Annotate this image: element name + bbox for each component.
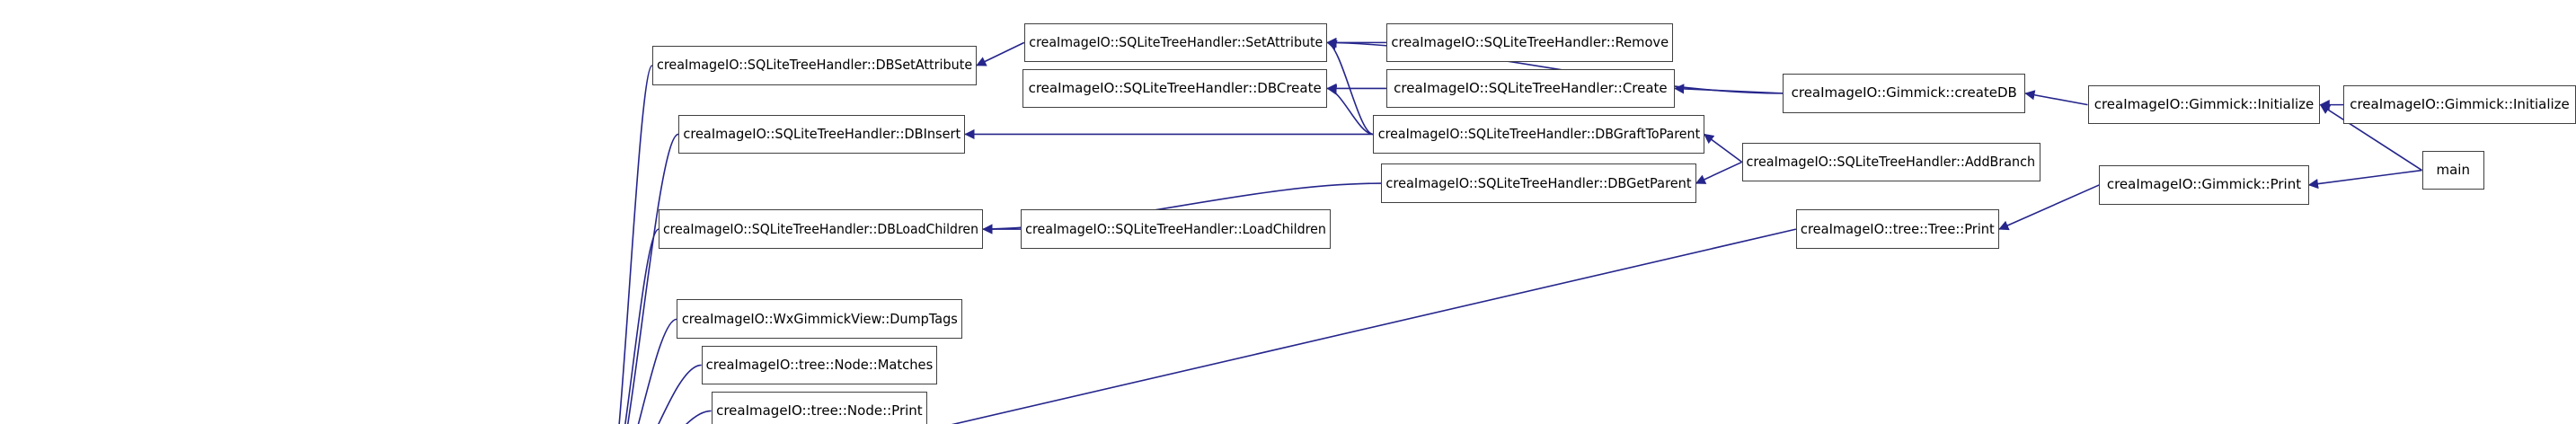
graph-node-setattribute[interactable]: creaImageIO::SQLiteTreeHandler::SetAttri… xyxy=(1023,22,1328,63)
graph-node-label: creaImageIO::SQLiteTreeHandler::Remove xyxy=(1391,33,1669,50)
graph-node-label: main xyxy=(2436,162,2470,179)
graph-node-label: creaImageIO::SQLiteTreeHandler::Create xyxy=(1394,79,1668,96)
graph-node-remove[interactable]: creaImageIO::SQLiteTreeHandler::Remove xyxy=(1385,22,1674,63)
graph-node-gimmickinit1[interactable]: creaImageIO::Gimmick::Initialize xyxy=(2087,84,2321,125)
graph-edge-dumptags-to-getlabel xyxy=(637,318,677,424)
graph-node-dbcreate[interactable]: creaImageIO::SQLiteTreeHandler::DBCreate xyxy=(1022,68,1328,109)
graph-node-dbsetattribute[interactable]: creaImageIO::SQLiteTreeHandler::DBSetAtt… xyxy=(651,46,977,85)
graph-node-label: creaImageIO::Gimmick::Print xyxy=(2106,176,2302,193)
graph-node-main[interactable]: main xyxy=(2421,150,2484,190)
graph-node-dbgrafttoparent[interactable]: creaImageIO::SQLiteTreeHandler::DBGraftT… xyxy=(1373,114,1704,155)
graph-edge-dbgrafttoparent-to-dbcreate xyxy=(1326,84,1374,136)
graph-node-label: creaImageIO::tree::Node::Matches xyxy=(705,356,934,373)
graph-node-label: creaImageIO::SQLiteTreeHandler::DBSetAtt… xyxy=(656,57,973,74)
graph-node-dumptags[interactable]: creaImageIO::WxGimmickView::DumpTags xyxy=(677,299,962,340)
graph-node-label: creaImageIO::SQLiteTreeHandler::LoadChil… xyxy=(1025,220,1326,237)
graph-node-loadchildren[interactable]: creaImageIO::SQLiteTreeHandler::LoadChil… xyxy=(1021,209,1331,249)
graph-edge-addbranch-to-dbgrafttoparent xyxy=(1704,133,1743,163)
graph-edge-nodeprint-to-getlabel xyxy=(686,410,712,424)
graph-edge-dbsetattribute-to-getlabel xyxy=(618,65,653,424)
graph-node-label: creaImageIO::tree::Node::Print xyxy=(716,402,923,419)
graph-edge-addbranch-to-dbgetparent xyxy=(1695,161,1743,184)
graph-node-label: creaImageIO::SQLiteTreeHandler::DBGraftT… xyxy=(1377,125,1700,142)
graph-edge-matches-to-getlabel xyxy=(658,364,702,424)
graph-edge-dbinsert-to-getlabel xyxy=(626,133,679,424)
graph-node-label: creaImageIO::SQLiteTreeHandler::DBInsert xyxy=(683,125,960,142)
graph-edge-setattribute-to-dbsetattribute xyxy=(976,41,1025,66)
graph-node-gimmickinit2[interactable]: creaImageIO::Gimmick::Initialize xyxy=(2343,84,2576,125)
graph-node-label: creaImageIO::SQLiteTreeHandler::DBGetPar… xyxy=(1385,174,1692,191)
graph-node-label: creaImageIO::SQLiteTreeHandler::SetAttri… xyxy=(1029,33,1323,50)
graph-node-treeprint[interactable]: creaImageIO::tree::Tree::Print xyxy=(1795,209,2000,249)
graph-edge-gimmickinit1-to-createdb xyxy=(2024,90,2088,106)
graph-node-label: creaImageIO::Gimmick::createDB xyxy=(1791,84,2017,102)
graph-node-gimmickprint[interactable]: creaImageIO::Gimmick::Print xyxy=(2099,165,2309,205)
graph-edge-createdb-to-create xyxy=(1674,84,1784,94)
graph-node-create[interactable]: creaImageIO::SQLiteTreeHandler::Create xyxy=(1385,68,1675,109)
graph-node-addbranch[interactable]: creaImageIO::SQLiteTreeHandler::AddBranc… xyxy=(1741,142,2040,182)
graph-node-label: creaImageIO::tree::Tree::Print xyxy=(1801,220,1995,237)
graph-node-label: creaImageIO::Gimmick::Initialize xyxy=(2094,96,2315,113)
graph-node-label: creaImageIO::SQLiteTreeHandler::AddBranc… xyxy=(1746,153,2036,170)
graph-node-dbloadchildren[interactable]: creaImageIO::SQLiteTreeHandler::DBLoadCh… xyxy=(659,209,984,249)
graph-edge-dbloadchildren-to-getlabel xyxy=(624,228,659,424)
graph-node-label: creaImageIO::WxGimmickView::DumpTags xyxy=(681,310,958,327)
graph-node-matches[interactable]: creaImageIO::tree::Node::Matches xyxy=(701,345,938,385)
graph-node-dbgetparent[interactable]: creaImageIO::SQLiteTreeHandler::DBGetPar… xyxy=(1381,163,1696,203)
graph-node-dbinsert[interactable]: creaImageIO::SQLiteTreeHandler::DBInsert xyxy=(678,114,966,155)
graph-node-label: creaImageIO::SQLiteTreeHandler::DBCreate xyxy=(1028,79,1322,96)
graph-node-createdb[interactable]: creaImageIO::Gimmick::createDB xyxy=(1783,74,2026,113)
graph-node-nodeprint[interactable]: creaImageIO::tree::Node::Print xyxy=(711,391,928,424)
graph-edge-gimmickprint-to-treeprint xyxy=(1998,184,2100,231)
graph-edge-main-to-gimmickprint xyxy=(2307,169,2422,190)
graph-node-label: creaImageIO::Gimmick::Initialize xyxy=(2350,96,2570,113)
graph-node-label: creaImageIO::SQLiteTreeHandler::DBLoadCh… xyxy=(663,220,979,237)
graph-edge-dbgrafttoparent-to-setattribute xyxy=(1326,40,1374,136)
